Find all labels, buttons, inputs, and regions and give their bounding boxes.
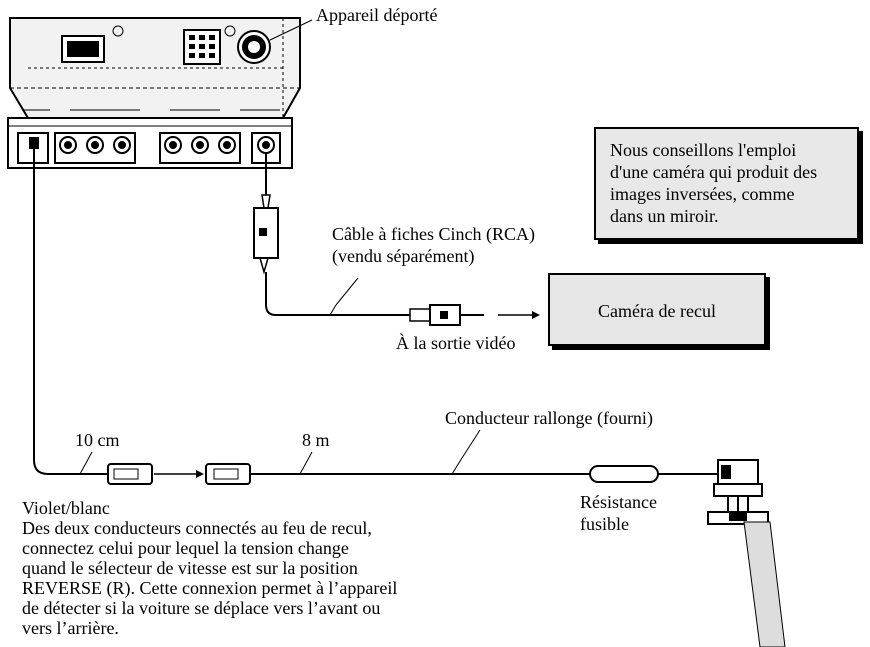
rca-cable	[253, 152, 540, 326]
instruction-line: REVERSE (R). Cette connexion permet à l’…	[22, 578, 398, 598]
rca-cable-label: Câble à fiches Cinch (RCA)	[332, 224, 535, 244]
note-line: images inversées, comme	[610, 184, 795, 204]
instruction-line: Des deux conducteurs connectés au feu de…	[22, 518, 372, 538]
remote-unit-label: Appareil déporté	[316, 5, 438, 25]
rca-cable-sublabel: (vendu séparément)	[332, 246, 475, 266]
note-box: Nous conseillons l'emploi d'une caméra q…	[594, 127, 859, 240]
fuse-label-line1: Résistance	[580, 492, 657, 512]
extension-lead-label: Conducteur rallonge (fourni)	[445, 408, 653, 428]
tail-light-beam	[743, 521, 786, 647]
leader-remote-unit	[269, 19, 313, 41]
instruction-line: de détecter si la voiture se déplace ver…	[22, 598, 381, 618]
length-10cm-label: 10 cm	[75, 430, 120, 450]
camera-label: Caméra de recul	[598, 301, 716, 321]
instruction-line: vers l’arrière.	[22, 618, 119, 638]
video-output-label: À la sortie vidéo	[396, 333, 516, 353]
length-8m-label: 8 m	[302, 430, 330, 450]
camera-box: Caméra de recul	[548, 273, 766, 346]
remote-unit	[7, 17, 301, 169]
note-line: Nous conseillons l'emploi	[610, 140, 797, 160]
instruction-line: quand le sélecteur de vitesse est sur la…	[22, 558, 358, 578]
instruction-line: connectez celui pour lequel la tension c…	[22, 538, 349, 558]
violet-white-lead	[33, 148, 720, 485]
note-line: d'une caméra qui produit des	[610, 162, 818, 182]
wire-color-label: Violet/blanc	[22, 498, 110, 518]
fuse-label-line2: fusible	[580, 514, 629, 534]
note-line: dans un miroir.	[610, 206, 719, 226]
wire-tap-connector	[707, 459, 769, 525]
